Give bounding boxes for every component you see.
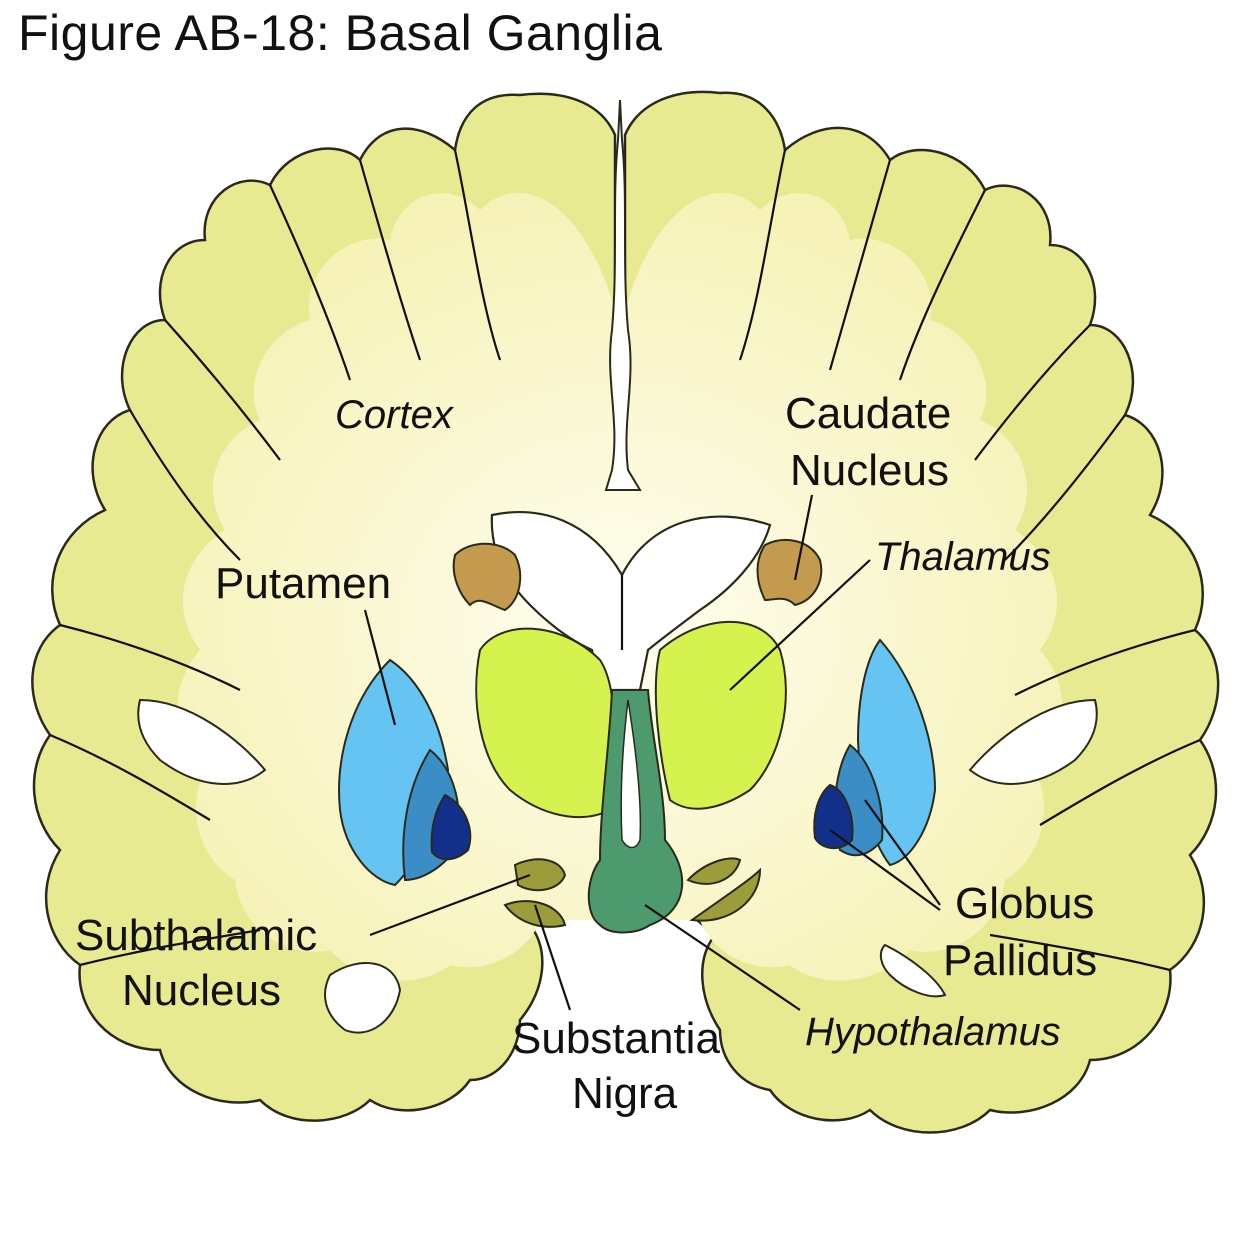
label-globus: Globus — [955, 879, 1094, 928]
label-caudate-nucleus: Nucleus — [790, 446, 949, 495]
right-substantia-nigra — [689, 867, 762, 922]
label-thalamus: Thalamus — [875, 535, 1051, 579]
right-subthalamic-nucleus — [686, 857, 742, 885]
label-putamen: Putamen — [215, 559, 391, 608]
right-globus-pallidus-internal — [813, 783, 854, 849]
leader-lines — [363, 494, 941, 1011]
label-hypothalamus: Hypothalamus — [805, 1010, 1061, 1054]
label-pallidus: Pallidus — [943, 936, 1097, 985]
label-cortex: Cortex — [335, 393, 455, 437]
left-lateral-sulcus — [137, 698, 267, 785]
figure-title: Figure AB-18: Basal Ganglia — [18, 5, 663, 61]
label-subthalamic: Subthalamic — [75, 911, 317, 960]
left-substantia-nigra — [503, 900, 567, 928]
left-subthalamic-nucleus — [513, 858, 567, 892]
left-globus-pallidus-internal — [430, 793, 472, 861]
label-subthalamic-nucleus: Nucleus — [122, 966, 281, 1015]
right-temporal-gap — [879, 943, 947, 998]
sulci — [49, 149, 1201, 972]
lateral-ventricles — [490, 511, 772, 692]
label-caudate: Caudate — [785, 389, 951, 438]
third-ventricle — [620, 699, 642, 849]
right-lateral-sulcus — [968, 698, 1098, 785]
longitudinal-fissure — [604, 99, 642, 491]
left-temporal-gap — [324, 962, 402, 1034]
right-caudate-nucleus — [756, 539, 823, 607]
left-caudate-nucleus — [452, 542, 522, 612]
label-nigra: Nigra — [572, 1069, 678, 1118]
label-substantia: Substantia — [512, 1014, 720, 1063]
